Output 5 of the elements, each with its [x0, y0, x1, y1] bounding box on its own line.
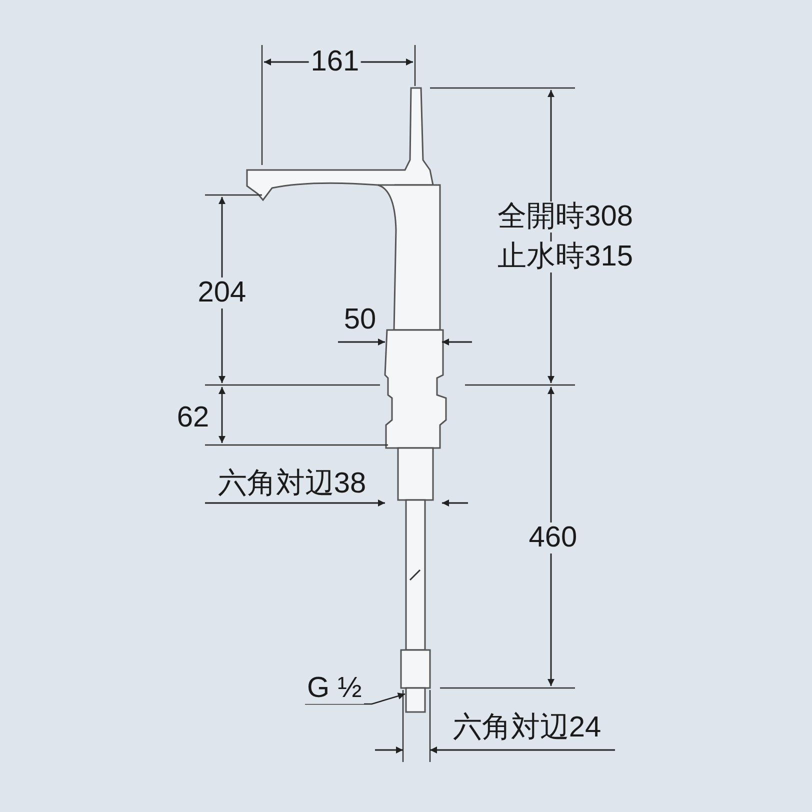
dimension-label: 全開時308	[496, 202, 635, 232]
dimension-label: 六角対辺24	[450, 712, 604, 744]
dimension-label: 止水時315	[496, 242, 635, 272]
thread-drawing	[405, 687, 426, 713]
leader-line	[305, 692, 406, 705]
